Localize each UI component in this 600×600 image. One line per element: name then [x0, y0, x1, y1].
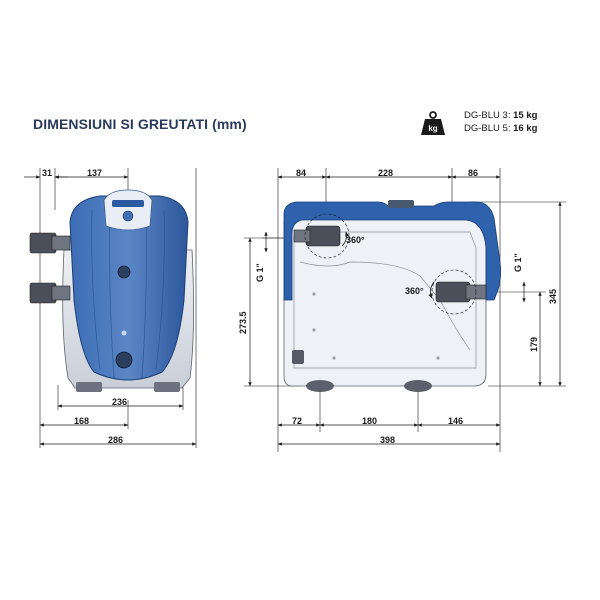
dim-side-top-mid: 228 — [378, 168, 393, 178]
weight-table: kg DG-BLU 3: 15 kg DG-BLU 5: 16 kg — [420, 106, 570, 140]
weight-model-label: DG-BLU 5: — [464, 123, 514, 134]
dim-side-left-height: 273.5 — [238, 311, 248, 334]
weight-row-dg-blu-3: DG-BLU 3: 15 kg — [464, 109, 537, 122]
dim-front-overall-width: 286 — [108, 435, 123, 445]
rotation-label-right: 360° — [405, 286, 424, 296]
dim-side-right-height: 345 — [548, 289, 558, 304]
thread-label-left: G 1" — [255, 263, 265, 282]
dim-side-top-left: 84 — [296, 168, 306, 178]
weight-model-label: DG-BLU 3: — [464, 110, 514, 121]
front-view: 31 137 236 168 286 — [24, 168, 197, 448]
dim-side-top-right: 86 — [468, 168, 478, 178]
dim-side-bottom-left: 72 — [292, 416, 302, 426]
dim-side-bottom-mid: 180 — [362, 416, 377, 426]
weight-row-dg-blu-5: DG-BLU 5: 16 kg — [464, 122, 537, 135]
weight-value: 15 kg — [513, 110, 538, 121]
weight-value: 16 kg — [513, 123, 538, 134]
dim-front-foot-width: 168 — [74, 416, 89, 426]
dim-front-top-width: 137 — [87, 168, 102, 178]
dim-front-top-left: 31 — [42, 168, 52, 178]
kg-weight-icon-label: kg — [428, 124, 437, 133]
dim-side-outlet-height: 179 — [529, 337, 539, 352]
pump-side-illustration — [283, 200, 502, 392]
kg-weight-icon: kg — [421, 111, 445, 135]
dim-front-body-width: 236 — [112, 397, 127, 407]
dim-side-bottom-right: 146 — [448, 416, 463, 426]
pump-front-illustration — [29, 189, 194, 392]
dim-side-overall-length: 398 — [380, 435, 395, 445]
page-title: DIMENSIUNI SI GREUTATI (mm) — [33, 116, 247, 132]
side-view: 84 228 86 72 180 146 398 273.5 345 179 G… — [238, 168, 566, 452]
thread-label-right: G 1" — [513, 253, 523, 272]
rotation-label-left: 360° — [346, 235, 365, 245]
